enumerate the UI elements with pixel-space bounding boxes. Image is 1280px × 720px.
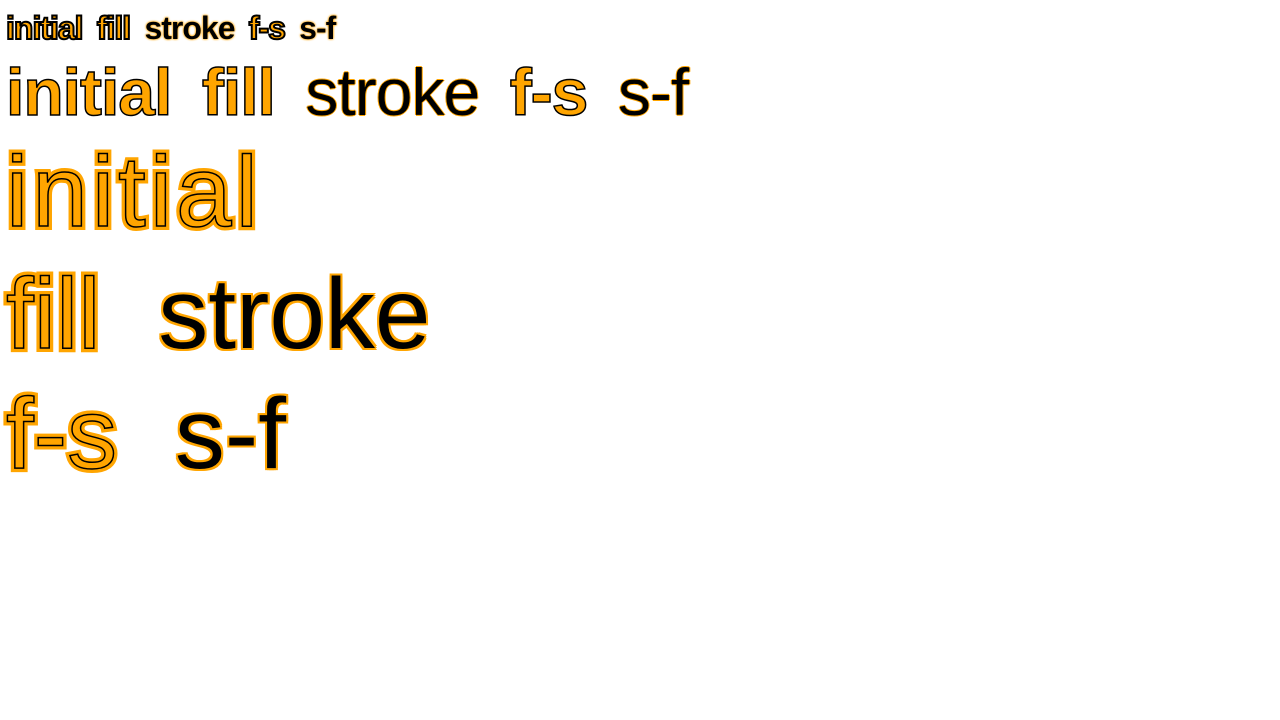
- word-fs-back: f-s: [2, 374, 121, 494]
- text-row-5: f-s f-s f-s s-f: [2, 374, 286, 494]
- word-stroke-fill: s-f: [299, 10, 336, 46]
- word-initial: initial: [5, 54, 173, 130]
- word-initial-mid: initial: [4, 134, 262, 250]
- word-stroke: stroke: [144, 10, 235, 46]
- text-row-2: initial fill stroke f-s s-f: [5, 52, 689, 132]
- word-initial-large: initial initial initial: [2, 132, 262, 252]
- word-fs-large: f-s f-s f-s: [2, 374, 121, 494]
- word-initial-front: initial: [5, 135, 262, 249]
- word-fill-back: fill: [2, 254, 104, 374]
- word-initial: initial: [5, 9, 85, 47]
- word-fill: fill: [96, 9, 132, 47]
- text-row-4: fill fill fill stroke: [2, 254, 431, 374]
- word-fill-mid: fill: [4, 256, 102, 372]
- word-fill-large: fill fill fill: [2, 254, 104, 374]
- word-stroke: stroke: [305, 55, 480, 129]
- word-fs-mid: f-s: [4, 376, 119, 492]
- word-sf-large: s-f: [174, 378, 286, 490]
- word-stroke-fill: s-f: [617, 55, 689, 129]
- word-fill-stroke: f-s: [248, 9, 287, 47]
- word-stroke-large: stroke: [158, 258, 431, 370]
- word-fs-front: f-s: [5, 377, 118, 491]
- text-row-3: initial initial initial: [2, 132, 292, 252]
- word-fill-stroke: f-s: [509, 54, 589, 130]
- word-initial-back: initial: [2, 132, 262, 252]
- word-fill: fill: [201, 54, 277, 130]
- word-fill-front: fill: [5, 257, 101, 371]
- text-row-1: initial fill stroke f-s s-f: [5, 6, 336, 50]
